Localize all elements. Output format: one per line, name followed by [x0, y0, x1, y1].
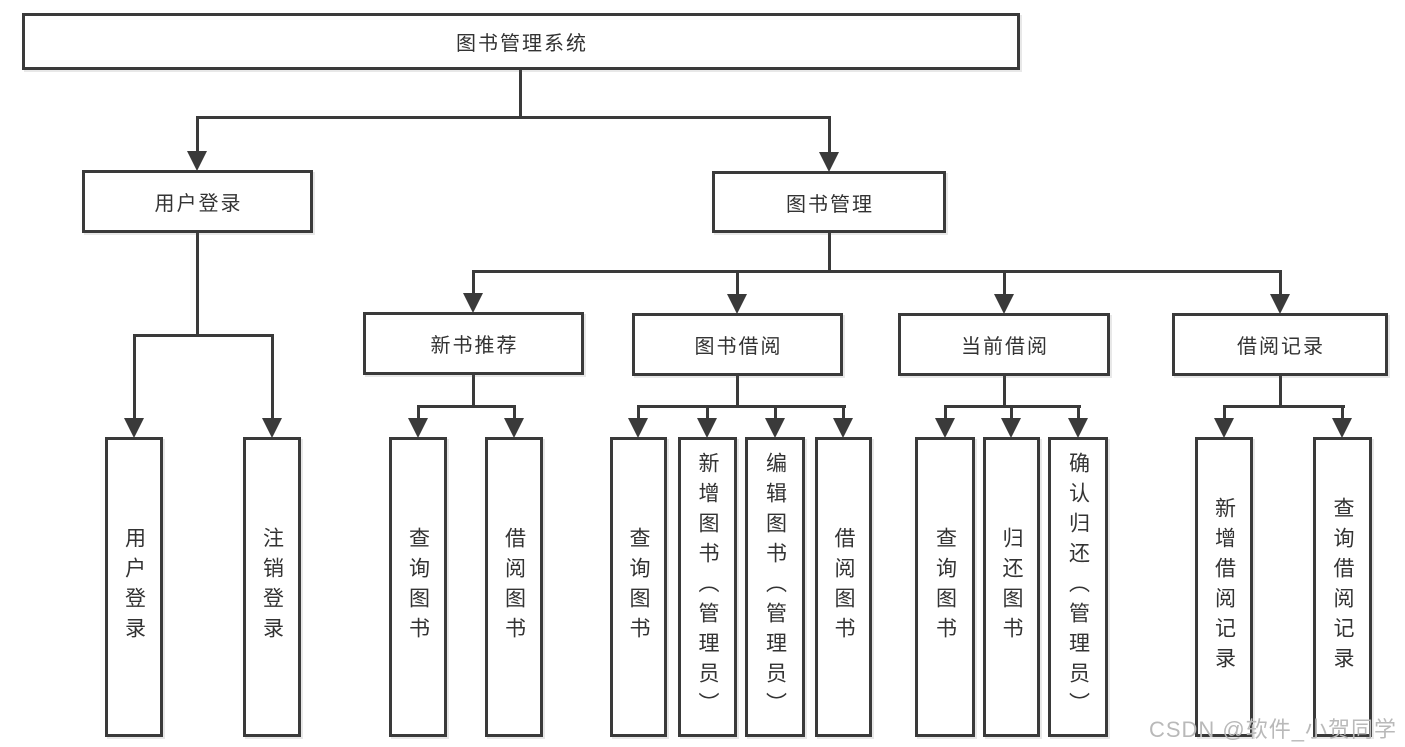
connector-line: [1279, 272, 1282, 297]
node-leaf-borrow-book-2: 借阅图书: [815, 437, 872, 737]
node-label: 注销登录: [260, 527, 284, 647]
node-label: 编辑图书（管理员）: [763, 452, 787, 722]
connector-line: [944, 405, 1081, 408]
arrowhead-icon: [833, 418, 853, 438]
arrowhead-icon: [1068, 418, 1088, 438]
node-label: 查询图书: [627, 527, 650, 647]
node-leaf-add-record: 新增借阅记录: [1195, 437, 1253, 737]
connector-line: [196, 233, 199, 336]
arrowhead-icon: [187, 151, 207, 171]
arrowhead-icon: [628, 418, 648, 438]
node-book-mgmt: 图书管理: [712, 171, 946, 233]
arrowhead-icon: [1001, 418, 1021, 438]
node-new-book-recommend: 新书推荐: [363, 312, 584, 375]
node-leaf-user-login: 用户登录: [105, 437, 163, 737]
node-label: 归还图书: [1000, 527, 1023, 647]
node-label: 新书推荐: [430, 335, 519, 357]
connector-line: [1223, 405, 1345, 408]
arrowhead-icon: [727, 294, 747, 314]
node-label: 借阅记录: [1237, 336, 1325, 358]
connector-line: [519, 70, 522, 117]
connector-line: [842, 407, 845, 422]
node-label: 借阅图书: [502, 527, 526, 647]
connector-line: [271, 336, 274, 422]
node-book-borrow: 图书借阅: [632, 313, 843, 376]
connector-line: [637, 405, 846, 408]
connector-line: [828, 118, 831, 155]
connector-line: [828, 233, 831, 272]
connector-line: [417, 405, 516, 408]
node-label: 借阅图书: [832, 527, 855, 647]
connector-line: [706, 407, 709, 422]
arrowhead-icon: [262, 418, 282, 438]
connector-line: [944, 407, 947, 422]
arrowhead-icon: [1270, 294, 1290, 314]
connector-line: [133, 336, 136, 422]
connector-line: [736, 376, 739, 407]
node-label: 用户登录: [154, 193, 243, 215]
node-leaf-logout: 注销登录: [243, 437, 301, 737]
arrowhead-icon: [819, 152, 839, 172]
node-label: 新增图书（管理员）: [696, 452, 719, 722]
node-leaf-return-book: 归还图书: [983, 437, 1040, 737]
node-label: 查询图书: [933, 527, 957, 647]
node-label: 查询借阅记录: [1331, 497, 1354, 677]
arrowhead-icon: [1332, 418, 1352, 438]
arrowhead-icon: [408, 418, 428, 438]
node-leaf-query-book-2: 查询图书: [610, 437, 667, 737]
node-label: 图书管理系统: [456, 33, 588, 55]
connector-line: [1003, 272, 1006, 297]
node-leaf-add-book: 新增图书（管理员）: [678, 437, 737, 737]
node-leaf-edit-book: 编辑图书（管理员）: [745, 437, 805, 737]
arrowhead-icon: [1214, 418, 1234, 438]
arrowhead-icon: [697, 418, 717, 438]
connector-line: [736, 272, 739, 297]
node-label: 新增借阅记录: [1212, 497, 1236, 677]
node-borrow-record: 借阅记录: [1172, 313, 1388, 376]
node-root: 图书管理系统: [22, 13, 1020, 70]
connector-line: [472, 272, 475, 296]
connector-line: [1341, 407, 1344, 422]
connector-line: [417, 407, 420, 422]
node-label: 图书借阅: [694, 336, 783, 358]
node-leaf-borrow-book-1: 借阅图书: [485, 437, 543, 737]
connector-line: [472, 270, 1282, 273]
connector-line: [1003, 376, 1006, 407]
node-leaf-query-book-3: 查询图书: [915, 437, 975, 737]
arrowhead-icon: [124, 418, 144, 438]
node-leaf-query-record: 查询借阅记录: [1313, 437, 1372, 737]
arrowhead-icon: [463, 293, 483, 313]
connector-line: [133, 334, 274, 337]
connector-line: [472, 375, 475, 407]
node-label: 当前借阅: [961, 336, 1049, 358]
node-leaf-confirm-return: 确认归还（管理员）: [1048, 437, 1108, 737]
node-label: 用户登录: [122, 527, 146, 647]
arrowhead-icon: [935, 418, 955, 438]
arrowhead-icon: [504, 418, 524, 438]
node-label: 确认归还（管理员）: [1066, 452, 1090, 722]
connector-line: [637, 407, 640, 422]
connector-line: [1077, 407, 1080, 422]
connector-line: [513, 407, 516, 422]
node-user-login: 用户登录: [82, 170, 313, 233]
node-label: 查询图书: [406, 527, 430, 647]
connector-line: [196, 118, 199, 154]
connector-line: [196, 116, 831, 119]
node-leaf-query-book-1: 查询图书: [389, 437, 447, 737]
node-current-borrow: 当前借阅: [898, 313, 1110, 376]
arrowhead-icon: [994, 294, 1014, 314]
connector-line: [1223, 407, 1226, 422]
connector-line: [774, 407, 777, 422]
node-label: 图书管理: [786, 193, 874, 216]
arrowhead-icon: [765, 418, 785, 438]
connector-line: [1279, 376, 1282, 407]
connector-line: [1010, 407, 1013, 422]
